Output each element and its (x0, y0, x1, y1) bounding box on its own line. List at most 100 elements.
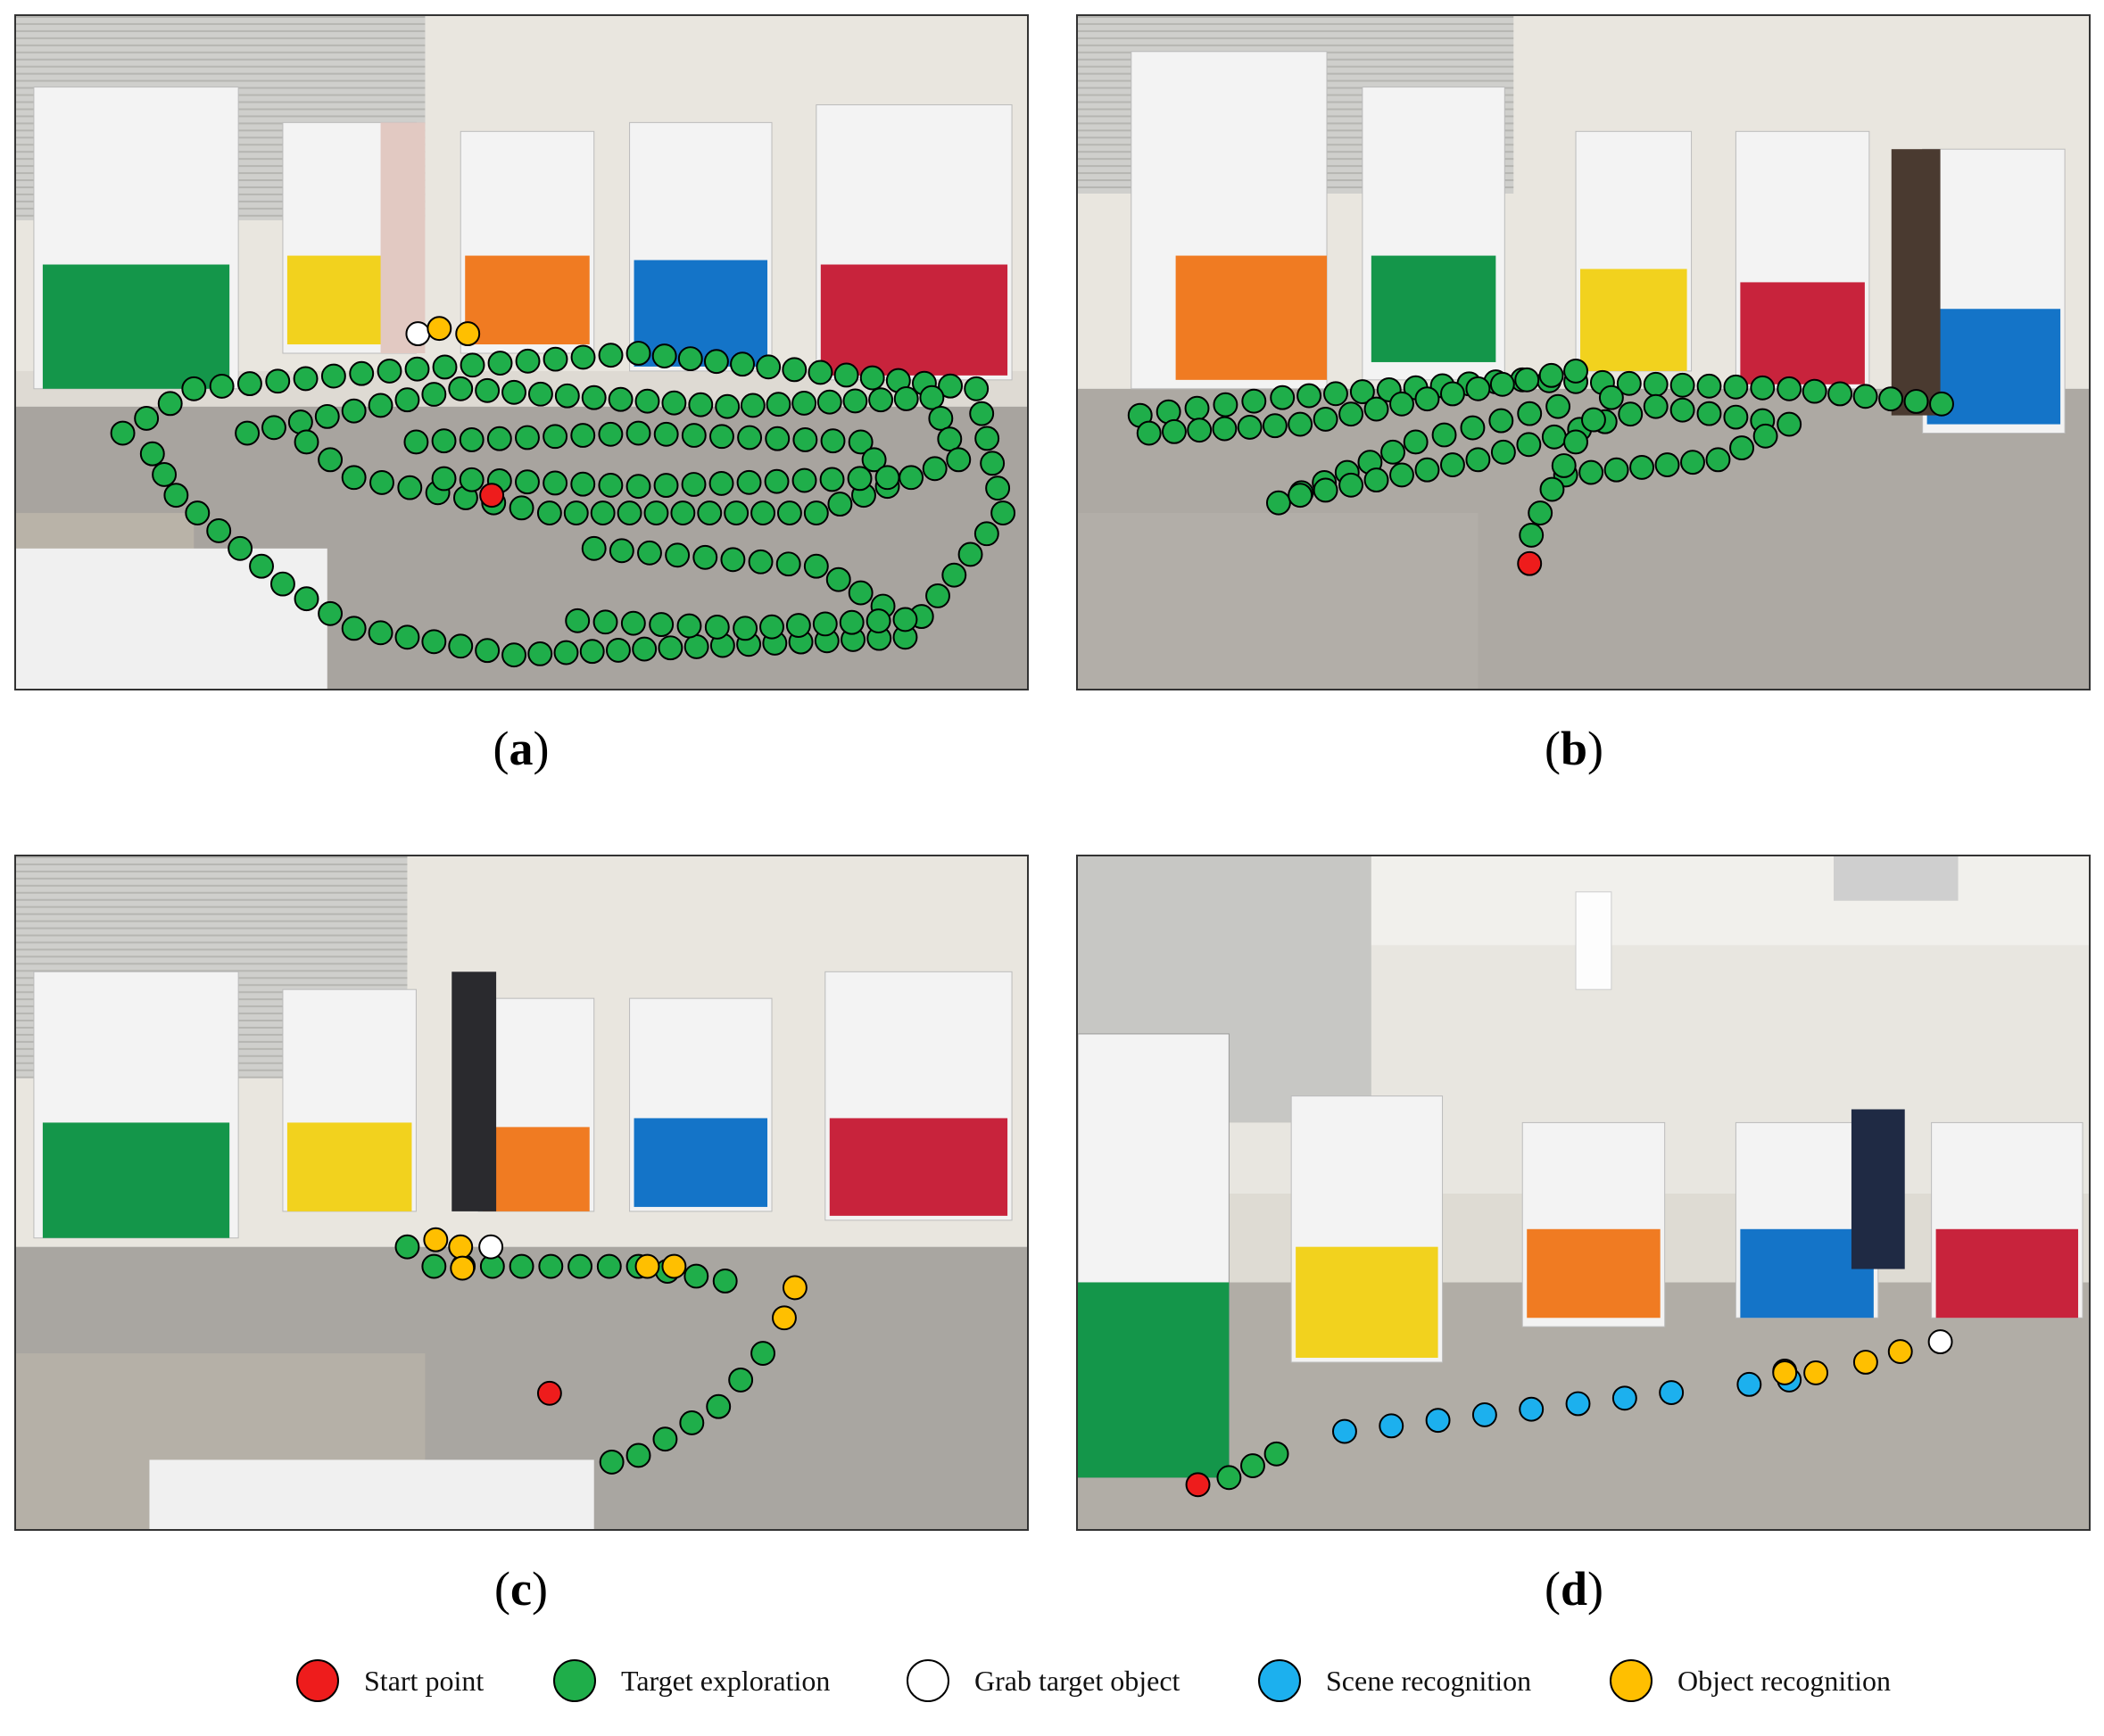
exploration-marker (543, 346, 568, 372)
exploration-marker (554, 383, 580, 409)
exploration-marker (249, 553, 274, 579)
exploration-marker (938, 373, 964, 399)
scene-marker (1611, 1385, 1637, 1411)
exploration-marker (1380, 439, 1405, 465)
legend-item-object: Object recognition (1610, 1659, 1891, 1702)
exploration-marker (1539, 476, 1565, 502)
exploration-marker (1265, 490, 1291, 516)
exploration-marker (820, 428, 846, 454)
exploration-marker (1216, 1465, 1242, 1491)
exploration-marker (715, 393, 741, 419)
exploration-marker (1669, 397, 1695, 423)
object-marker (1852, 1350, 1878, 1375)
exploration-marker (1184, 395, 1210, 421)
exploration-marker (501, 379, 526, 405)
exploration-marker (1878, 386, 1904, 412)
exploration-marker (1338, 401, 1364, 427)
exploration-marker (294, 586, 319, 612)
exploration-marker (157, 391, 183, 417)
exploration-marker (730, 351, 755, 377)
exploration-marker (737, 425, 763, 451)
exploration-marker (592, 609, 618, 635)
object-marker (772, 1305, 797, 1331)
exploration-marker (265, 368, 291, 394)
exploration-marker (1363, 467, 1389, 493)
exploration-marker (643, 500, 669, 525)
exploration-marker (368, 620, 393, 646)
exploration-marker (1563, 429, 1588, 455)
exploration-marker (293, 366, 319, 392)
exploration-marker (661, 390, 687, 416)
exploration-marker (475, 638, 501, 664)
exploration-marker (341, 465, 367, 491)
exploration-marker (1777, 376, 1802, 401)
exploration-marker (653, 421, 679, 447)
exploration-marker (369, 470, 394, 495)
exploration-marker (868, 387, 894, 413)
legend-label: Object recognition (1677, 1664, 1892, 1697)
exploration-marker (973, 521, 999, 547)
exploration-marker (598, 473, 624, 498)
exploration-marker (651, 343, 677, 368)
scene-c (16, 856, 1027, 1529)
exploration-marker (1263, 1441, 1289, 1467)
exploration-marker (608, 386, 634, 412)
scene-marker (1659, 1380, 1685, 1405)
exploration-marker (206, 518, 232, 543)
exploration-marker (1563, 358, 1588, 384)
exploration-marker (397, 475, 423, 500)
exploration-marker (679, 1410, 705, 1435)
exploration-marker (847, 466, 873, 492)
exploration-marker (432, 354, 458, 380)
exploration-marker (261, 415, 286, 441)
exploration-marker (163, 483, 189, 508)
exploration-marker (421, 382, 447, 407)
exploration-marker (990, 500, 1016, 525)
exploration-marker (776, 500, 802, 525)
exploration-marker (536, 500, 562, 525)
scene-marker (1565, 1391, 1591, 1417)
exploration-marker (320, 363, 346, 389)
exploration-marker (475, 377, 501, 403)
exploration-marker (833, 362, 859, 388)
exploration-marker (941, 562, 967, 588)
object-marker (634, 1253, 660, 1279)
exploration-marker (1389, 391, 1414, 417)
caption-c: (c) (494, 1562, 548, 1616)
start-marker (1185, 1472, 1211, 1498)
exploration-marker (792, 427, 818, 452)
object-marker (450, 1255, 476, 1281)
exploration-marker (825, 566, 851, 592)
exploration-marker (394, 624, 420, 650)
exploration-marker (764, 468, 790, 494)
exploration-marker (919, 384, 945, 410)
exploration-marker (1363, 396, 1389, 422)
exploration-marker (581, 535, 607, 561)
exploration-marker (459, 427, 485, 452)
exploration-marker (625, 474, 651, 500)
exploration-marker (459, 467, 485, 492)
exploration-marker (866, 608, 891, 633)
exploration-marker (1212, 416, 1238, 442)
exploration-marker (922, 456, 948, 482)
exploration-marker (625, 1443, 651, 1468)
photo-panel-d (1076, 855, 2091, 1531)
exploration-marker (791, 391, 817, 416)
exploration-marker (570, 471, 596, 497)
exploration-marker (448, 633, 474, 659)
exploration-marker (688, 392, 714, 417)
exploration-marker (1723, 374, 1749, 400)
exploration-marker (567, 1253, 593, 1279)
exploration-marker (377, 358, 402, 384)
scene-marker (1519, 1396, 1545, 1422)
exploration-marker (1439, 381, 1465, 407)
scene-a (16, 16, 1027, 689)
start-marker (479, 483, 505, 508)
exploration-marker (625, 420, 651, 446)
exploration-marker (670, 500, 696, 525)
exploration-marker (985, 475, 1011, 501)
exploration-marker (964, 376, 990, 401)
exploration-marker (1729, 435, 1754, 461)
exploration-marker (515, 469, 540, 495)
exploration-marker (563, 500, 589, 525)
